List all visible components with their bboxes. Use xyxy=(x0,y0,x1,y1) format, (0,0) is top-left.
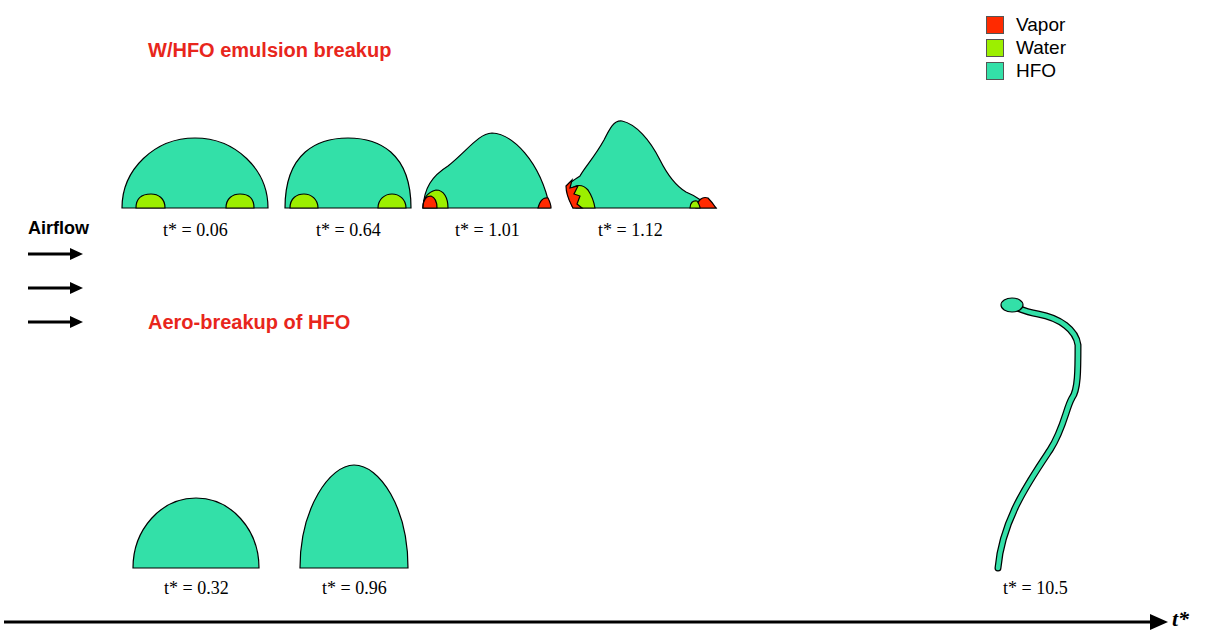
axis-label: t* xyxy=(1172,606,1189,632)
droplet xyxy=(133,498,259,568)
legend-swatch xyxy=(986,39,1004,57)
legend-text: Water xyxy=(1016,37,1066,60)
droplet xyxy=(423,133,550,208)
time-label: t* = 0.06 xyxy=(163,220,228,242)
legend-swatch xyxy=(986,62,1004,80)
legend-text: Vapor xyxy=(1016,14,1065,37)
droplet xyxy=(300,465,408,568)
time-label: t* = 0.32 xyxy=(164,578,229,600)
legend-swatch xyxy=(986,16,1004,34)
filament-blob xyxy=(1001,298,1023,312)
time-label: t* = 0.96 xyxy=(322,578,387,600)
airflow-arrow xyxy=(28,287,72,290)
airflow-arrow xyxy=(28,253,72,256)
vapor-blob xyxy=(538,198,551,208)
filament-outline xyxy=(998,305,1078,568)
water-blob xyxy=(378,194,406,208)
time-label: t* = 1.01 xyxy=(455,220,520,242)
vapor-blob xyxy=(423,196,437,208)
time-label: t* = 10.5 xyxy=(1003,578,1068,600)
arrowhead xyxy=(70,282,83,294)
droplet xyxy=(568,121,716,208)
arrowhead xyxy=(1150,614,1168,630)
water-blob xyxy=(136,194,165,208)
time-axis xyxy=(4,621,1156,624)
arrowhead xyxy=(70,248,83,260)
arrowhead xyxy=(70,316,83,328)
section-heading: W/HFO emulsion breakup xyxy=(148,38,391,62)
droplet xyxy=(122,138,268,208)
section-heading: Aero-breakup of HFO xyxy=(148,310,350,334)
time-label: t* = 0.64 xyxy=(316,220,381,242)
vapor-blob xyxy=(566,180,582,208)
time-label: t* = 1.12 xyxy=(598,220,663,242)
water-blob xyxy=(690,201,700,208)
droplet xyxy=(285,138,411,208)
flow-label: Airflow xyxy=(28,218,89,240)
legend-text: HFO xyxy=(1016,60,1056,83)
water-blob xyxy=(290,194,318,208)
water-blob xyxy=(423,190,448,208)
water-blob xyxy=(226,194,254,208)
filament xyxy=(998,305,1078,568)
airflow-arrow xyxy=(28,321,72,324)
